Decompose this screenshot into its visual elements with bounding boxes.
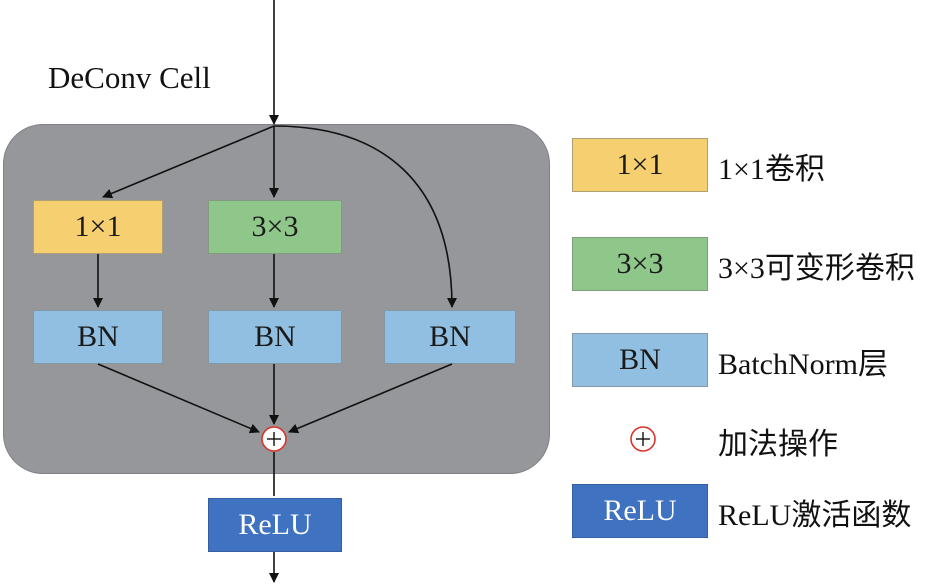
legend-label-relu: ReLU激活函数 [718, 499, 912, 532]
conv-1x1-block: 1×1 [33, 200, 163, 254]
conv-3x3-block: 3×3 [208, 200, 342, 254]
bn-block-right: BN [384, 310, 516, 364]
bn-block-middle: BN [208, 310, 342, 364]
bn-block-left: BN [33, 310, 163, 364]
legend-add-icon [630, 426, 656, 452]
legend-label-add: 加法操作 [718, 428, 838, 461]
legend-label-1x1: 1×1卷积 [718, 153, 825, 186]
arrow-bn-left-to-add [97, 363, 260, 434]
legend-swatch-3x3: 3×3 [572, 237, 708, 291]
legend-label-bn: BatchNorm层 [718, 348, 888, 381]
legend-swatch-1x1: 1×1 [572, 138, 708, 192]
cell-title: DeConv Cell [48, 60, 211, 95]
legend-swatch-relu: ReLU [572, 484, 708, 538]
branch-arrow-1x1 [102, 125, 275, 199]
relu-block: ReLU [208, 498, 342, 552]
legend-label-3x3: 3×3可变形卷积 [718, 252, 915, 285]
branch-arrow-identity [273, 125, 457, 308]
add-node-icon [261, 426, 287, 452]
arrow-bn-right-to-add [288, 363, 453, 434]
legend-swatch-bn: BN [572, 333, 708, 387]
